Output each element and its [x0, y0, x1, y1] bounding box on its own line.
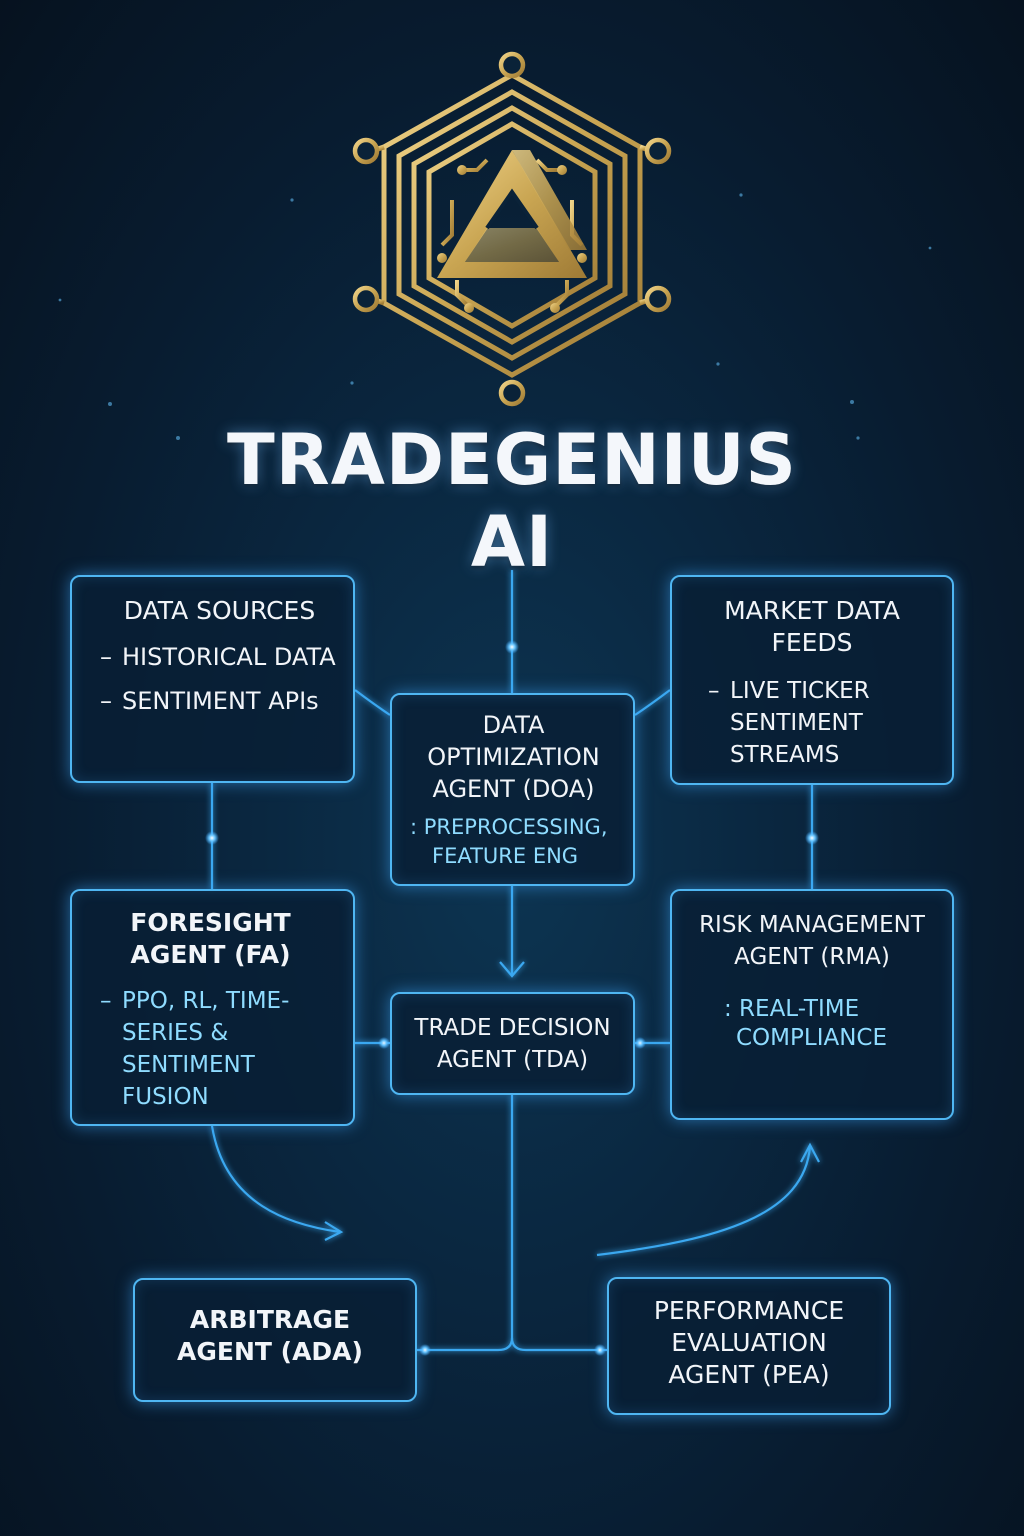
pea-title-line1: PERFORMANCE [653, 1296, 845, 1325]
connector-fa-curve-arrowhead [324, 1221, 344, 1241]
list-dash-icon: – [708, 678, 720, 704]
item-text: LIVE TICKER SENTIMENT STREAMS [730, 678, 870, 768]
doa-title-line1: DATA [482, 711, 545, 739]
list-dash-icon: – [100, 988, 112, 1014]
brand-title-line2: AI [470, 501, 554, 583]
circuit-hexagon-triangle-logo [352, 51, 672, 407]
connector-pea-curve [596, 1145, 812, 1257]
doa-title-line3: AGENT (DOA) [432, 775, 595, 803]
data-sources-box: DATA SOURCES – HISTORICAL DATA – SENTIME… [70, 575, 355, 783]
doa-title-line2: OPTIMIZATION [427, 743, 600, 771]
fa-item-methods: – PPO, RL, TIME-SERIES & SENTIMENT FUSIO… [100, 985, 341, 1113]
data-sources-title: DATA SOURCES [123, 596, 316, 625]
foresight-agent-box: FORESIGHT AGENT (FA) – PPO, RL, TIME-SER… [70, 889, 355, 1126]
tda-title-line1: TRADE DECISION [414, 1015, 611, 1041]
connector-doa-arrowhead [499, 961, 525, 978]
connector-glow-dots [205, 640, 819, 1356]
list-dash-icon: – [100, 643, 112, 671]
pea-title-line2: EVALUATION [671, 1328, 827, 1357]
performance-evaluation-agent-box: PERFORMANCE EVALUATION AGENT (PEA) [607, 1277, 891, 1415]
fa-title-line2: AGENT (FA) [130, 940, 291, 969]
arbitrage-agent-box: ARBITRAGE AGENT (ADA) [133, 1278, 417, 1402]
doa-subtitle-line1: : PREPROCESSING, [410, 815, 608, 839]
rma-subtitle-line2: COMPLIANCE [736, 1025, 888, 1051]
ada-title-line1: ARBITRAGE [189, 1305, 351, 1334]
connector-tda-to-pea [510, 1337, 607, 1352]
trade-decision-agent-box: TRADE DECISION AGENT (TDA) [390, 992, 635, 1095]
market-data-feeds-box: MARKET DATA FEEDS – LIVE TICKER SENTIMEN… [670, 575, 954, 785]
risk-management-agent-box: RISK MANAGEMENT AGENT (RMA) : REAL-TIME … [670, 889, 954, 1120]
connector-fa-curve [210, 1125, 341, 1234]
rma-subtitle-line1: : REAL-TIME [724, 996, 860, 1022]
connector-pea-curve-arrowhead [800, 1142, 820, 1163]
data-sources-item-sentiment: – SENTIMENT APIs [100, 685, 339, 717]
doa-subtitle-line2: FEATURE ENG [432, 844, 579, 868]
pea-title-line3: AGENT (PEA) [668, 1360, 830, 1389]
brand-title-line1: TRADEGENIUS [227, 419, 797, 501]
item-text: SENTIMENT APIs [122, 687, 319, 715]
connector-tda-to-ada [417, 1337, 514, 1352]
market-data-item-live-ticker: – LIVE TICKER SENTIMENT STREAMS [708, 675, 938, 771]
market-data-title-line2: FEEDS [771, 628, 853, 657]
market-data-title-line1: MARKET DATA [724, 596, 900, 625]
list-dash-icon: – [100, 687, 112, 715]
tda-title-line2: AGENT (TDA) [436, 1047, 589, 1073]
data-sources-item-historical: – HISTORICAL DATA [100, 641, 339, 673]
rma-title-line2: AGENT (RMA) [734, 944, 890, 970]
ada-title-line2: AGENT (ADA) [177, 1337, 363, 1366]
item-text: PPO, RL, TIME-SERIES & SENTIMENT FUSION [122, 988, 290, 1110]
item-text: HISTORICAL DATA [122, 643, 336, 671]
fa-title-line1: FORESIGHT [130, 908, 291, 937]
connector-ds-to-doa [354, 689, 391, 716]
data-optimization-agent-box: DATA OPTIMIZATION AGENT (DOA) : PREPROCE… [390, 693, 635, 886]
rma-title-line1: RISK MANAGEMENT [699, 912, 925, 938]
connector-md-to-doa [634, 689, 671, 716]
